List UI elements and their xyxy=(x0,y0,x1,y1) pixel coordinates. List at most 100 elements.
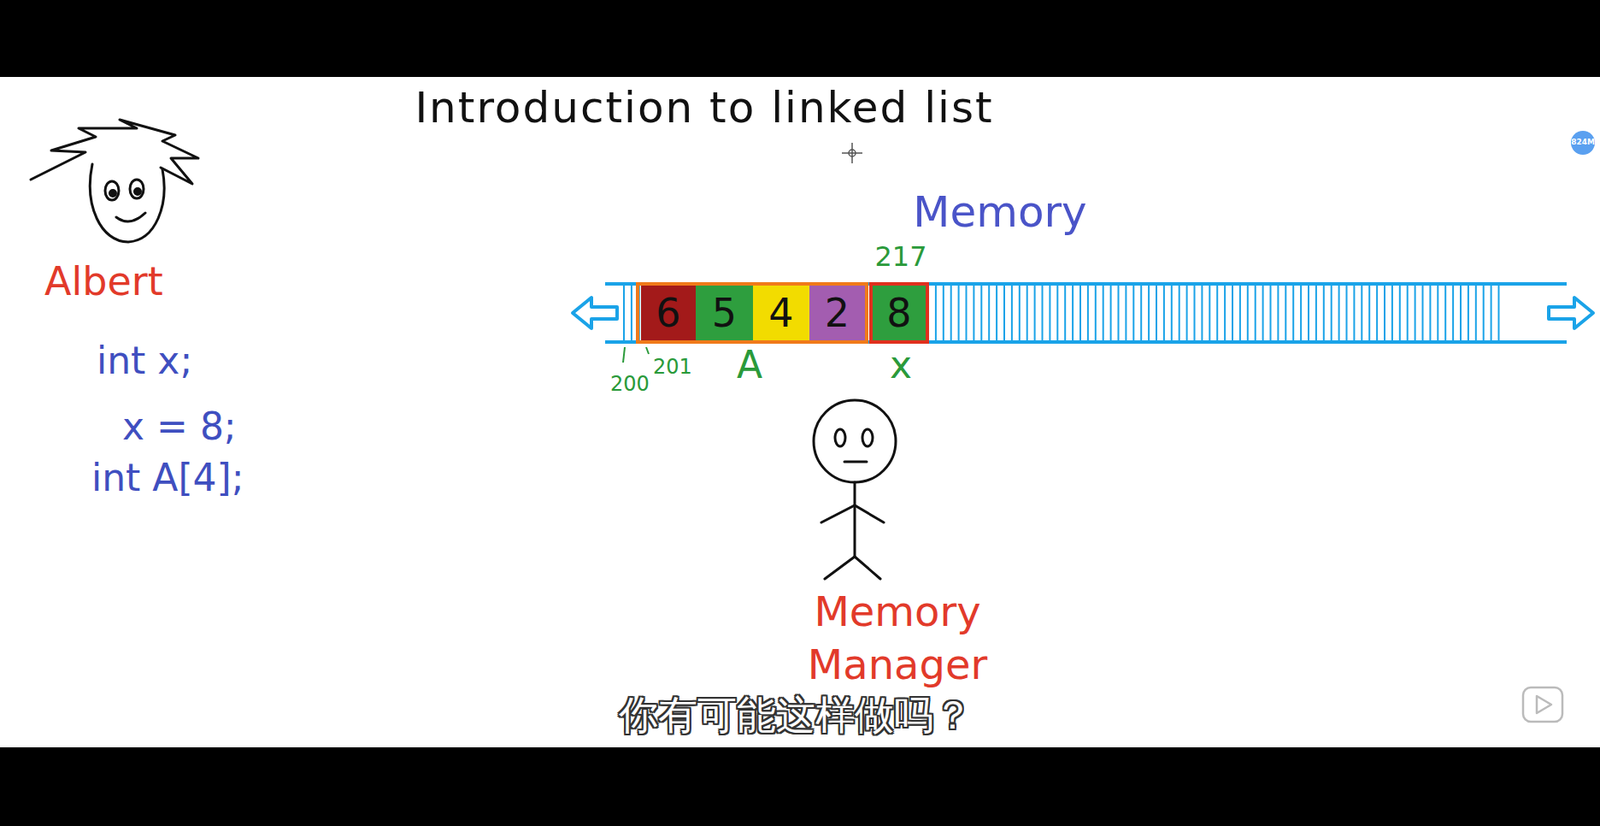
code-line: int A[4]; xyxy=(91,456,245,500)
memory-cell-divider xyxy=(1026,285,1029,341)
character-name: Albert xyxy=(44,258,164,305)
address-leader xyxy=(646,347,649,354)
badge-text: 824M xyxy=(1570,137,1595,147)
cursor-crosshair xyxy=(841,142,863,164)
memory-cell-divider xyxy=(1376,285,1378,341)
memory-cell-divider xyxy=(1391,285,1394,341)
memory-cell-divider xyxy=(1178,285,1181,341)
figure-arms xyxy=(821,505,884,523)
cursor-line xyxy=(851,142,853,164)
cell-label: Memory xyxy=(912,188,1087,238)
memory-cell-divider xyxy=(1208,285,1211,341)
memory-cell-divider xyxy=(1132,285,1135,341)
memory-cell-divider xyxy=(1315,285,1318,341)
memory-cell-divider xyxy=(1270,285,1272,341)
address-number: 201 xyxy=(652,355,693,380)
memory-cell-divider xyxy=(988,285,990,341)
memory-cell-divider xyxy=(1459,285,1462,341)
memory-cell-divider xyxy=(1034,285,1036,341)
memory-cell-divider xyxy=(1352,285,1355,341)
array-box: A6542 xyxy=(635,282,869,344)
figure-mouth xyxy=(844,460,867,464)
memory-cell-divider xyxy=(1383,285,1386,341)
memory-cell-divider xyxy=(1231,285,1234,341)
array-cell: 4 xyxy=(752,285,810,341)
memory-cell-divider xyxy=(1300,285,1302,341)
memory-cell-divider xyxy=(995,285,998,341)
memory-cell-divider xyxy=(1490,285,1493,341)
albert-smile xyxy=(116,212,146,222)
figure-eye xyxy=(835,429,846,447)
albert-head xyxy=(89,164,165,242)
memory-cell-divider xyxy=(1436,285,1439,341)
memory-cell-divider xyxy=(1422,285,1424,341)
memory-cell-divider xyxy=(1071,285,1074,341)
cell-value: 6 xyxy=(655,290,681,336)
memory-cell-divider xyxy=(1247,285,1249,341)
cell-label: 217 xyxy=(874,241,927,273)
memory-cell-divider xyxy=(935,285,937,341)
memory-cell-divider xyxy=(1292,285,1295,341)
memory-cell-divider xyxy=(1444,285,1447,341)
memory-cell-divider xyxy=(1223,285,1226,341)
memory-cell-divider xyxy=(1094,285,1097,341)
memory-cell-divider xyxy=(1102,285,1105,341)
cell-label: A xyxy=(736,343,763,388)
code-line: x = 8; xyxy=(122,405,237,449)
cell-value: 4 xyxy=(768,290,794,336)
albert-pupil xyxy=(135,188,142,195)
memory-cells xyxy=(623,285,1500,341)
figure-name: Memory Manager xyxy=(769,584,1026,691)
memory-cell-divider xyxy=(1368,285,1371,341)
memory-cell-divider xyxy=(1147,285,1150,341)
memory-cell-divider xyxy=(1323,285,1325,341)
memory-cell-divider xyxy=(1079,285,1082,341)
figure-head xyxy=(813,400,896,483)
memory-cell-divider xyxy=(1467,285,1470,341)
memory-cell-divider xyxy=(1048,285,1051,341)
memory-cell-divider xyxy=(630,285,633,341)
memory-cell-divider xyxy=(1155,285,1158,341)
memory-cell-divider xyxy=(1194,285,1196,341)
play-icon-triangle xyxy=(1536,695,1552,713)
cell-value: 2 xyxy=(824,290,850,336)
albert-eye xyxy=(129,179,144,199)
albert-pupil xyxy=(110,190,117,197)
memory-cell-divider xyxy=(1254,285,1257,341)
memory-cell-divider xyxy=(1216,285,1218,341)
memory-cell-divider xyxy=(1429,285,1431,341)
memory-cell-divider xyxy=(1360,285,1363,341)
memory-band: MemoryA65422178x xyxy=(605,283,1567,342)
memory-cell-divider xyxy=(1018,285,1021,341)
memory-cell-divider xyxy=(1276,285,1279,341)
memory-cell-divider xyxy=(1064,285,1066,341)
page-title: Introduction to linked list xyxy=(414,83,994,134)
memory-cell-divider xyxy=(1163,285,1165,341)
play-icon-frame xyxy=(1523,687,1563,722)
address-leader xyxy=(623,347,625,363)
variable-cell: 2178x xyxy=(869,282,930,344)
top-letterbox xyxy=(0,0,1600,77)
figure-body xyxy=(853,482,857,557)
memory-cell-divider xyxy=(980,285,983,341)
memory-cell-divider xyxy=(623,285,625,341)
memory-cell-divider xyxy=(1346,285,1348,341)
figure-legs xyxy=(824,556,881,579)
array-cell: 5 xyxy=(695,285,753,341)
cell-value: 8 xyxy=(886,290,912,336)
albert-eye xyxy=(105,181,119,200)
memory-cell-divider xyxy=(1330,285,1333,341)
memory-cell-divider xyxy=(1003,285,1006,341)
memory-cell-divider xyxy=(1475,285,1477,341)
cell-value: 5 xyxy=(711,290,737,336)
memory-cell-divider xyxy=(950,285,953,341)
memory-cell-divider xyxy=(1186,285,1189,341)
memory-cell-divider xyxy=(1124,285,1127,341)
cell-label: x xyxy=(889,343,912,388)
memory-cell-divider xyxy=(1117,285,1120,341)
memory-cell-divider xyxy=(972,285,975,341)
memory-cell-divider xyxy=(1406,285,1409,341)
bottom-letterbox xyxy=(0,747,1600,826)
